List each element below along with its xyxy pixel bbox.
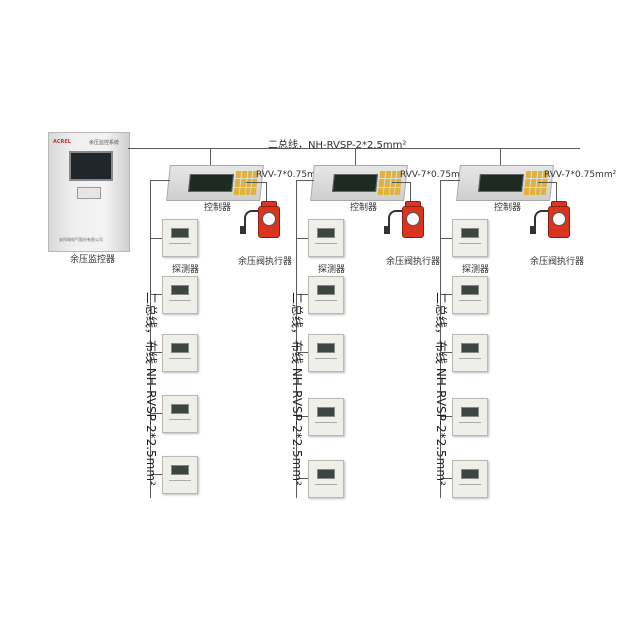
- branch-3-tap-5: [440, 478, 452, 479]
- branch-3-controller: [456, 165, 554, 201]
- controller-screen: [478, 174, 524, 192]
- branch-3-cable-drop: [556, 182, 557, 202]
- main-bus-line: [128, 148, 580, 149]
- branch-1-bus-top: [150, 180, 170, 181]
- branch-3-tap-1: [440, 238, 452, 239]
- cabinet-label: 余压监控器: [70, 255, 116, 265]
- branch-3-controller-label: 控制器: [494, 203, 522, 213]
- branch-1-controller-label: 控制器: [204, 203, 232, 213]
- branch-2-detector-1: [308, 219, 344, 257]
- cabinet-screen: [69, 151, 113, 181]
- gauge-icon: [552, 212, 566, 226]
- cabinet-printer-slot: [77, 187, 101, 199]
- branch-3-actuator: [530, 201, 570, 240]
- branch-3-bus-line: [440, 180, 441, 498]
- cabinet-footer-text: 安科瑞电气股份有限公司: [59, 237, 103, 242]
- branch-3-detector-5: [452, 460, 488, 498]
- branch-2-cable-drop: [410, 182, 411, 202]
- controller-keypad: [377, 171, 403, 195]
- branch-1-cable-label: RVV-7*0.75mm²: [256, 170, 329, 180]
- branch-3-detector-3: [452, 334, 488, 372]
- branch-1-detector-label: 探测器: [172, 265, 200, 275]
- branch-2-bus-top: [296, 180, 314, 181]
- main-bus-label: 二总线，NH-RVSP-2*2.5mm²: [268, 140, 407, 151]
- branch-2-drop: [355, 148, 356, 168]
- branch-1-detector-1: [162, 219, 198, 257]
- branch-2-actuator-label: 余压阀执行器: [386, 257, 441, 267]
- branch-2-tap-1: [296, 238, 308, 239]
- branch-3-bus-label: 二总线，布线 NH-RVSP-2*2.5mm²: [434, 292, 448, 486]
- residual-pressure-monitor-cabinet: ACREL 余压监控系统 安科瑞电气股份有限公司: [48, 132, 130, 252]
- branch-1-bus-line: [150, 180, 151, 498]
- branch-1-tap-1: [150, 238, 162, 239]
- branch-1-bus-label: 二总线，布线 NH-RVSP-2*2.5mm²: [144, 292, 158, 486]
- branch-3-tap-4: [440, 416, 452, 417]
- branch-1-controller: [166, 165, 264, 201]
- branch-2-detector-4: [308, 398, 344, 436]
- gauge-icon: [262, 212, 276, 226]
- branch-3-drop: [500, 148, 501, 168]
- branch-3-actuator-label: 余压阀执行器: [530, 257, 585, 267]
- branch-3-detector-1: [452, 219, 488, 257]
- branch-2-cable-label: RVV-7*0.75mm²: [400, 170, 473, 180]
- branch-3-detector-label: 探测器: [462, 265, 490, 275]
- controller-keypad: [233, 171, 259, 195]
- branch-1-actuator-label: 余压阀执行器: [238, 257, 293, 267]
- cabinet-title: 余压监控系统: [89, 140, 120, 146]
- branch-2-detector-label: 探测器: [318, 265, 346, 275]
- branch-1-cable-drop: [266, 182, 267, 202]
- branch-1-cable: [246, 182, 266, 183]
- branch-1-detector-3: [162, 334, 198, 372]
- branch-2-bus-line: [296, 180, 297, 498]
- branch-3-cable: [538, 182, 556, 183]
- branch-1-detector-4: [162, 395, 198, 433]
- branch-3-cable-label: RVV-7*0.75mm²: [544, 170, 617, 180]
- branch-1-tap-3: [150, 352, 162, 353]
- branch-2-tap-5: [296, 478, 308, 479]
- branch-2-controller: [310, 165, 408, 201]
- branch-2-cable: [392, 182, 410, 183]
- branch-2-tap-2: [296, 294, 308, 295]
- branch-2-actuator: [384, 201, 424, 240]
- controller-screen: [332, 174, 378, 192]
- branch-3-detector-4: [452, 398, 488, 436]
- branch-1-actuator: [240, 201, 280, 240]
- branch-2-detector-3: [308, 334, 344, 372]
- branch-3-detector-2: [452, 276, 488, 314]
- branch-2-bus-label: 二总线，布线 NH-RVSP-2*2.5mm²: [290, 292, 304, 486]
- gauge-icon: [406, 212, 420, 226]
- branch-3-tap-3: [440, 352, 452, 353]
- branch-1-detector-2: [162, 276, 198, 314]
- cabinet-brand: ACREL: [53, 139, 71, 145]
- branch-1-tap-4: [150, 413, 162, 414]
- branch-1-tap-5: [150, 474, 162, 475]
- branch-3-tap-2: [440, 294, 452, 295]
- branch-1-tap-2: [150, 294, 162, 295]
- branch-2-detector-5: [308, 460, 344, 498]
- branch-3-bus-top: [440, 180, 460, 181]
- branch-2-tap-4: [296, 416, 308, 417]
- branch-2-tap-3: [296, 352, 308, 353]
- branch-1-drop: [210, 148, 211, 168]
- branch-2-controller-label: 控制器: [350, 203, 378, 213]
- controller-screen: [188, 174, 234, 192]
- branch-2-detector-2: [308, 276, 344, 314]
- branch-1-detector-5: [162, 456, 198, 494]
